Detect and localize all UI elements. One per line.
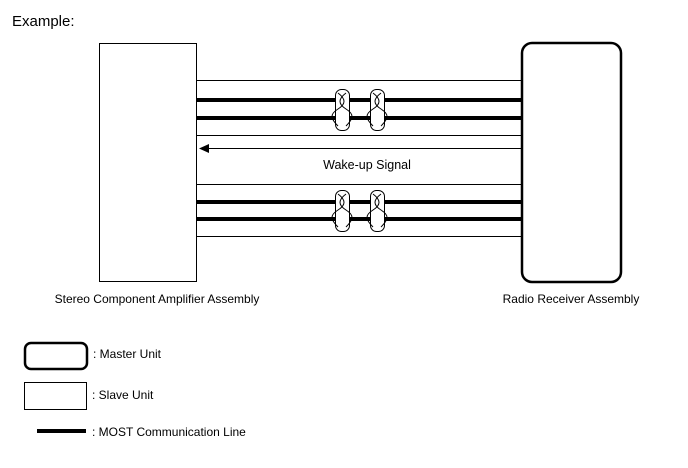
master-unit-name: Radio Receiver Assembly	[503, 292, 640, 306]
diagram-heading: Example:	[12, 13, 75, 30]
twist-marker-left	[331, 89, 353, 131]
twist-marker-right	[366, 89, 388, 131]
upper-harness	[197, 80, 522, 136]
arrow-left-icon	[199, 144, 209, 153]
twist-marker-right	[366, 190, 388, 232]
legend-slave-label: : Slave Unit	[92, 388, 154, 402]
legend-master-symbol	[23, 341, 89, 371]
twist-marker-left	[331, 190, 353, 232]
legend-master-label: : Master Unit	[93, 347, 162, 361]
legend-slave-symbol	[24, 382, 87, 410]
slave-unit-name: Stereo Component Amplifier Assembly	[55, 292, 260, 306]
slave-unit-box	[99, 43, 197, 282]
master-unit-box	[520, 41, 623, 284]
lower-harness	[197, 184, 522, 237]
wake-up-signal-line	[199, 144, 522, 153]
wake-up-signal-label: Wake-up Signal	[323, 158, 411, 172]
legend: : Master Unit : Slave Unit : MOST Commun…	[23, 341, 246, 439]
legend-most-label: : MOST Communication Line	[92, 425, 246, 439]
